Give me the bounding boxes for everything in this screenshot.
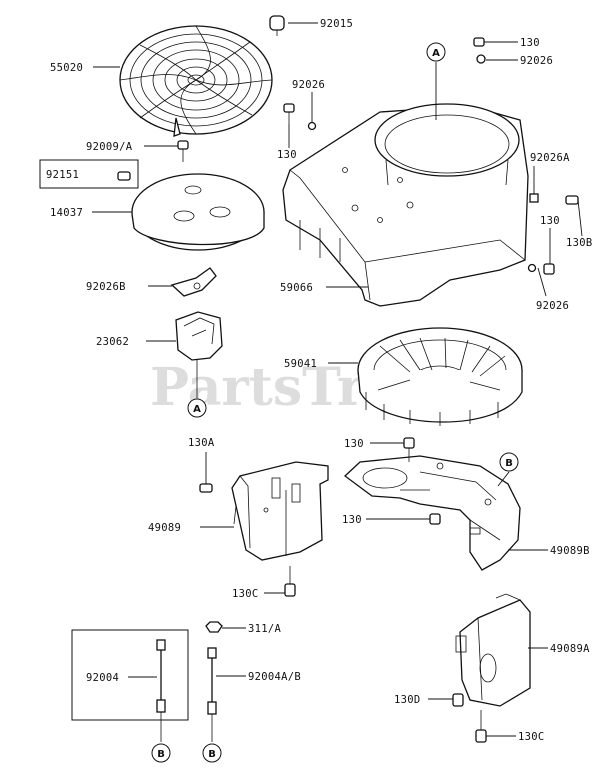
washer-92026-low[interactable] xyxy=(527,263,537,273)
label-130C-left: 130C xyxy=(232,588,259,600)
nut-311A[interactable] xyxy=(205,621,223,633)
label-92004AB: 92004A/B xyxy=(248,671,301,683)
label-49089B: 49089B xyxy=(550,545,590,557)
bracket-23062[interactable] xyxy=(175,311,223,398)
screw-92151[interactable] xyxy=(117,171,131,181)
bolt-130B[interactable] xyxy=(565,195,579,205)
label-49089A: 49089A xyxy=(550,643,590,655)
callout-a-bottom: A xyxy=(187,398,207,418)
label-92026B: 92026B xyxy=(86,281,126,293)
washer-92026-top[interactable] xyxy=(476,54,486,64)
fan-guard-55020[interactable] xyxy=(119,25,273,137)
label-92026-top: 92026 xyxy=(520,55,553,67)
svg-text:A: A xyxy=(432,48,440,59)
svg-text:B: B xyxy=(157,749,165,760)
bolt-130-mid[interactable] xyxy=(283,103,295,124)
washer-92026-mid[interactable] xyxy=(307,121,317,131)
label-130-mid: 130 xyxy=(277,149,297,161)
baffle-49089A[interactable] xyxy=(455,593,531,707)
label-92004: 92004 xyxy=(86,672,119,684)
bolt-130-top[interactable] xyxy=(473,37,485,47)
label-130A: 130A xyxy=(188,437,215,449)
label-130B: 130B xyxy=(566,237,593,249)
svg-text:B: B xyxy=(208,749,216,760)
washer-92026A[interactable] xyxy=(529,193,539,203)
screw-92009A[interactable] xyxy=(177,140,189,162)
bracket-92026B[interactable] xyxy=(170,267,217,297)
bolt-130A[interactable] xyxy=(199,483,213,493)
label-49089: 49089 xyxy=(148,522,181,534)
screw-box-92151 xyxy=(39,159,139,189)
callout-b-left: B xyxy=(151,743,171,763)
callout-b-right: B xyxy=(499,452,519,472)
stud-box-92004 xyxy=(71,629,189,721)
label-59041: 59041 xyxy=(284,358,317,370)
label-130-plate2: 130 xyxy=(342,514,362,526)
label-92026-mid: 92026 xyxy=(292,79,325,91)
label-59066: 59066 xyxy=(280,282,313,294)
stud-92004AB[interactable] xyxy=(207,647,217,742)
label-92151: 92151 xyxy=(46,169,79,181)
svg-text:A: A xyxy=(193,404,201,415)
label-311A: 311/A xyxy=(248,623,281,635)
bolt-130C-left[interactable] xyxy=(284,566,296,597)
callout-a-top: A xyxy=(426,42,446,62)
fan-59041[interactable] xyxy=(357,327,523,426)
leader-lines xyxy=(92,22,583,737)
svg-text:B: B xyxy=(505,458,513,469)
shroud-59066[interactable] xyxy=(282,103,529,307)
callout-b-mid: B xyxy=(202,743,222,763)
label-130-top: 130 xyxy=(520,37,540,49)
part-labels: 55020 92015 130 92026 92026 130 92009/A … xyxy=(46,18,593,743)
label-130D: 130D xyxy=(394,694,421,706)
bolt-130C-right[interactable] xyxy=(475,710,487,743)
bolt-130-right[interactable] xyxy=(543,263,555,275)
label-92026A: 92026A xyxy=(530,152,570,164)
label-130C-right: 130C xyxy=(518,731,545,743)
label-23062: 23062 xyxy=(96,336,129,348)
plate-14037[interactable] xyxy=(131,173,265,251)
bolt-130-plate2[interactable] xyxy=(429,513,441,525)
baffle-49089[interactable] xyxy=(231,461,329,561)
nut-92015[interactable] xyxy=(269,15,285,36)
stud-92004[interactable] xyxy=(156,639,166,742)
label-130-plate: 130 xyxy=(344,438,364,450)
label-92026-low: 92026 xyxy=(536,300,569,312)
label-92015: 92015 xyxy=(320,18,353,30)
label-55020: 55020 xyxy=(50,62,83,74)
label-14037: 14037 xyxy=(50,207,83,219)
baffle-49089B[interactable] xyxy=(343,455,521,571)
label-92009A: 92009/A xyxy=(86,141,133,153)
label-130-right: 130 xyxy=(540,215,560,227)
bolt-130D[interactable] xyxy=(452,693,464,707)
